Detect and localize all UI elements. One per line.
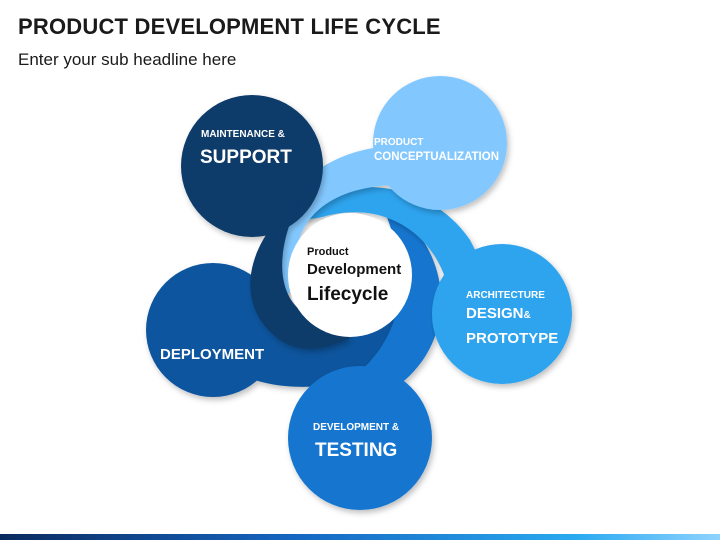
support-big-label: SUPPORT bbox=[200, 147, 292, 168]
center-circle bbox=[288, 213, 412, 337]
stage-design bbox=[295, 187, 572, 384]
stage-support bbox=[181, 95, 350, 349]
deployment-big-label: DEPLOYMENT bbox=[160, 346, 264, 363]
concept-small-label-2: CONCEPTUALIZATION bbox=[374, 151, 499, 163]
testing-small-label: DEVELOPMENT & bbox=[313, 422, 399, 433]
page-title: PRODUCT DEVELOPMENT LIFE CYCLE bbox=[18, 14, 441, 39]
testing-big-label: TESTING bbox=[315, 440, 397, 461]
design-small-label: ARCHITECTURE bbox=[466, 290, 545, 301]
design-amp: & bbox=[524, 310, 531, 321]
concept-small-label-1: PRODUCT bbox=[374, 137, 423, 148]
center-line1: Product bbox=[307, 246, 349, 258]
center-line3: Lifecycle bbox=[307, 284, 388, 305]
bottom-accent-bar bbox=[0, 534, 720, 540]
stage-testing bbox=[288, 200, 442, 510]
support-small-label: MAINTENANCE & bbox=[201, 129, 285, 140]
page-subtitle: Enter your sub headline here bbox=[18, 50, 237, 69]
design-big-label-1: DESIGN& bbox=[466, 305, 531, 322]
design-big-word: DESIGN bbox=[466, 305, 524, 322]
design-big-label-2: PROTOTYPE bbox=[466, 330, 558, 347]
center-line2: Development bbox=[307, 261, 401, 278]
stage-deployment bbox=[146, 219, 419, 397]
